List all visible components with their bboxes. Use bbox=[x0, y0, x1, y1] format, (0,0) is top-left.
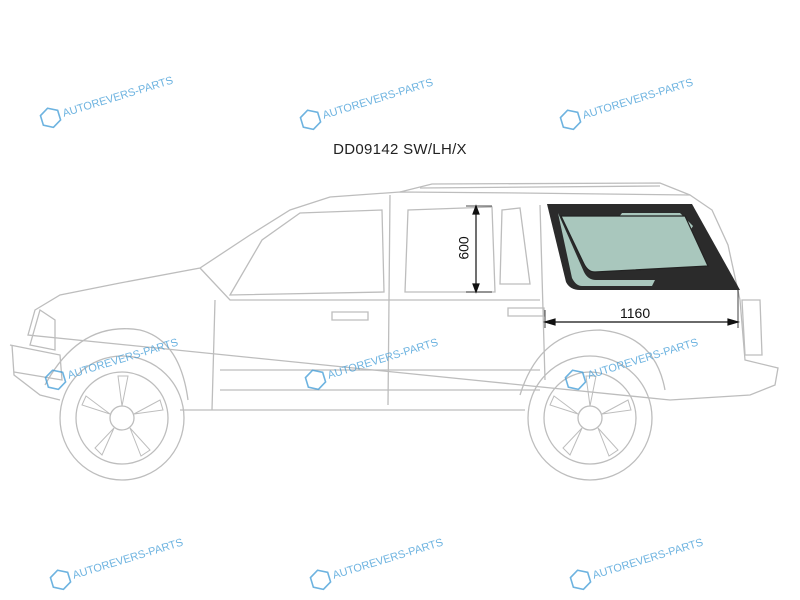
ar-logo-icon bbox=[569, 569, 592, 591]
watermark: AUTOREVERS-PARTS bbox=[567, 532, 706, 594]
watermark: AUTOREVERS-PARTS bbox=[562, 332, 701, 394]
ar-logo-icon bbox=[304, 369, 327, 391]
watermark: AUTOREVERS-PARTS bbox=[37, 70, 176, 132]
watermark: AUTOREVERS-PARTS bbox=[302, 332, 441, 394]
watermark: AUTOREVERS-PARTS bbox=[42, 332, 181, 394]
ar-logo-icon bbox=[309, 569, 332, 591]
ar-logo-icon bbox=[564, 369, 587, 391]
ar-logo-icon bbox=[299, 109, 322, 131]
ar-logo-icon bbox=[559, 109, 582, 131]
watermark: AUTOREVERS-PARTS bbox=[307, 532, 446, 594]
ar-logo-icon bbox=[39, 107, 62, 129]
ar-logo-icon bbox=[49, 569, 72, 591]
car-body-outline bbox=[11, 191, 779, 411]
rear-wheel bbox=[527, 355, 653, 481]
watermark: AUTOREVERS-PARTS bbox=[557, 72, 696, 134]
height-dimension-label: 600 bbox=[455, 236, 472, 260]
part-code-title: DD09142 SW/LH/X bbox=[333, 141, 467, 158]
watermark: AUTOREVERS-PARTS bbox=[297, 72, 436, 134]
watermark: AUTOREVERS-PARTS bbox=[47, 532, 186, 594]
front-wheel bbox=[59, 355, 185, 481]
width-dimension-label: 1160 bbox=[620, 305, 651, 321]
middle-window bbox=[404, 206, 496, 293]
front-window bbox=[228, 209, 385, 296]
ar-logo-icon bbox=[44, 369, 67, 391]
